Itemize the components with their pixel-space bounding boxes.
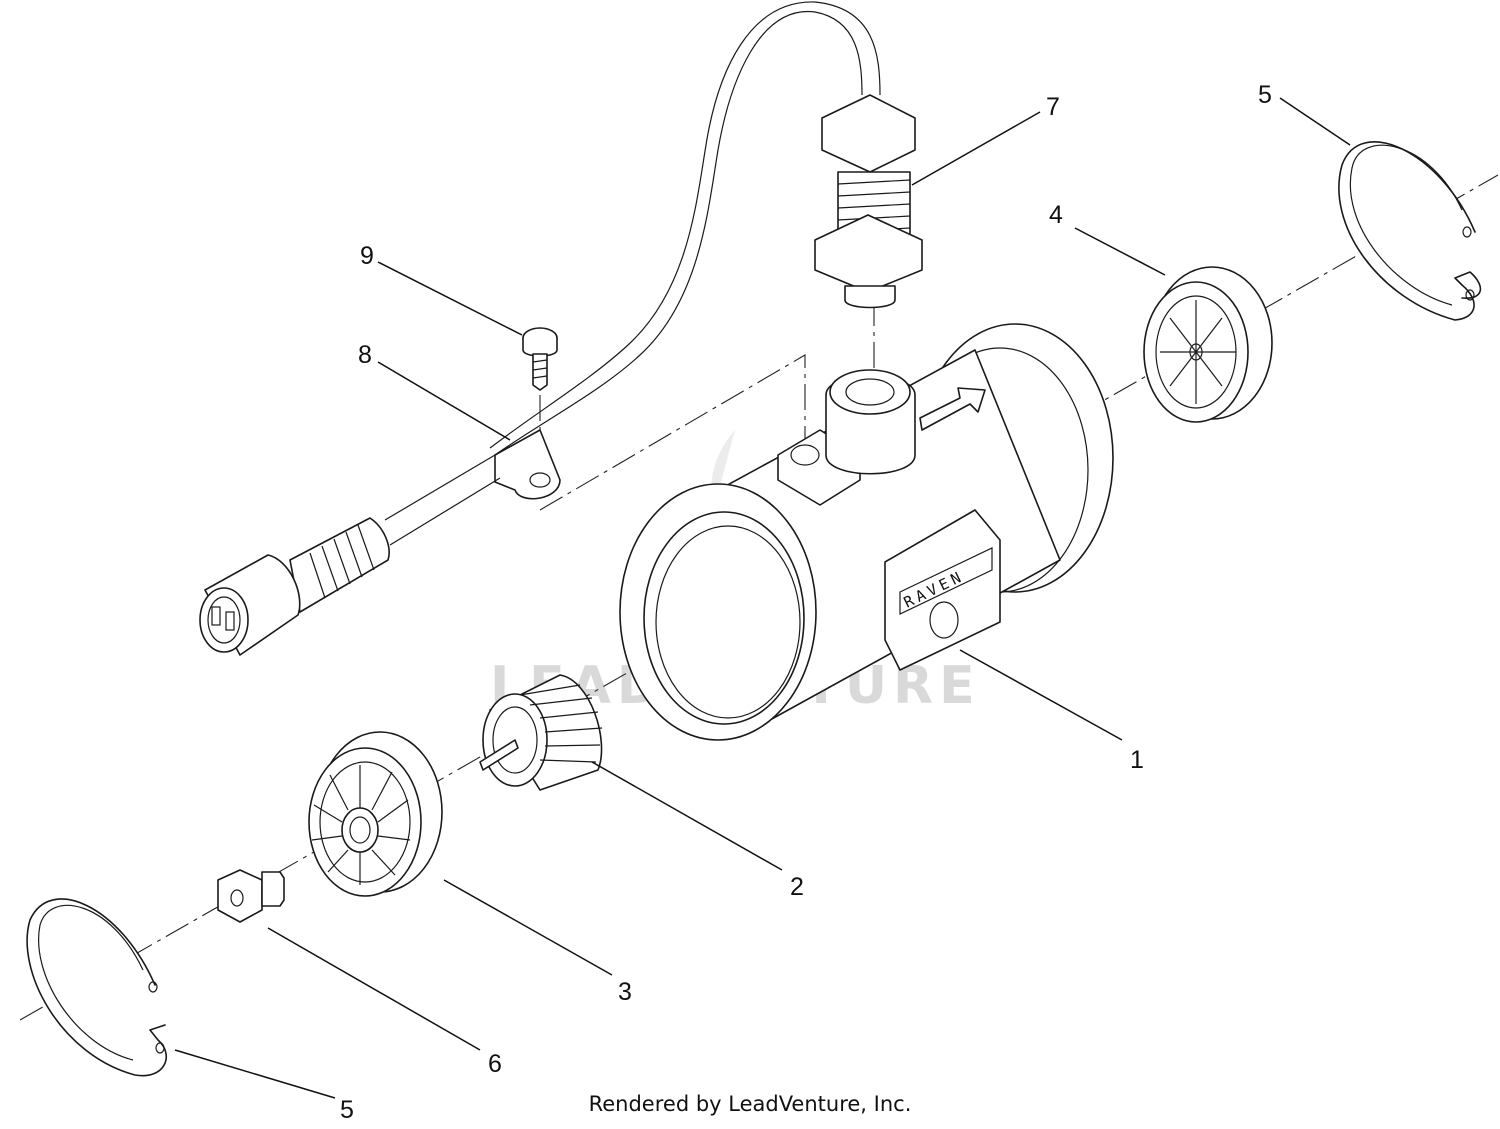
- render-credit: Rendered by LeadVenture, Inc.: [588, 1092, 912, 1116]
- fitting: [217, 869, 285, 923]
- callout-5-left: 5: [340, 1096, 354, 1124]
- snap-ring-left: [26, 898, 168, 1077]
- callout-3: 3: [618, 978, 632, 1006]
- callout-5-right: 5: [1258, 81, 1272, 109]
- callout-6: 6: [488, 1050, 502, 1078]
- callout-2: 2: [790, 873, 804, 901]
- snap-ring-right: [1338, 141, 1482, 321]
- screw: [522, 327, 558, 391]
- speed-sensor: [489, 1, 923, 456]
- leader-lines: [174, 97, 1351, 1099]
- turbine-rotor: [479, 674, 603, 791]
- flow-meter-body: RAVEN: [619, 323, 1114, 741]
- cable-clip-and-connector: [199, 429, 561, 656]
- callout-4: 4: [1049, 201, 1063, 229]
- callout-labels: 1 2 3 4 5 5 6 7 8 9: [340, 81, 1272, 1124]
- rear-bearing-hub: [1143, 266, 1273, 423]
- callout-9: 9: [360, 242, 374, 270]
- callout-1: 1: [1130, 746, 1144, 774]
- callout-7: 7: [1046, 93, 1060, 121]
- callout-8: 8: [358, 341, 372, 369]
- front-bearing-hub: [308, 731, 443, 897]
